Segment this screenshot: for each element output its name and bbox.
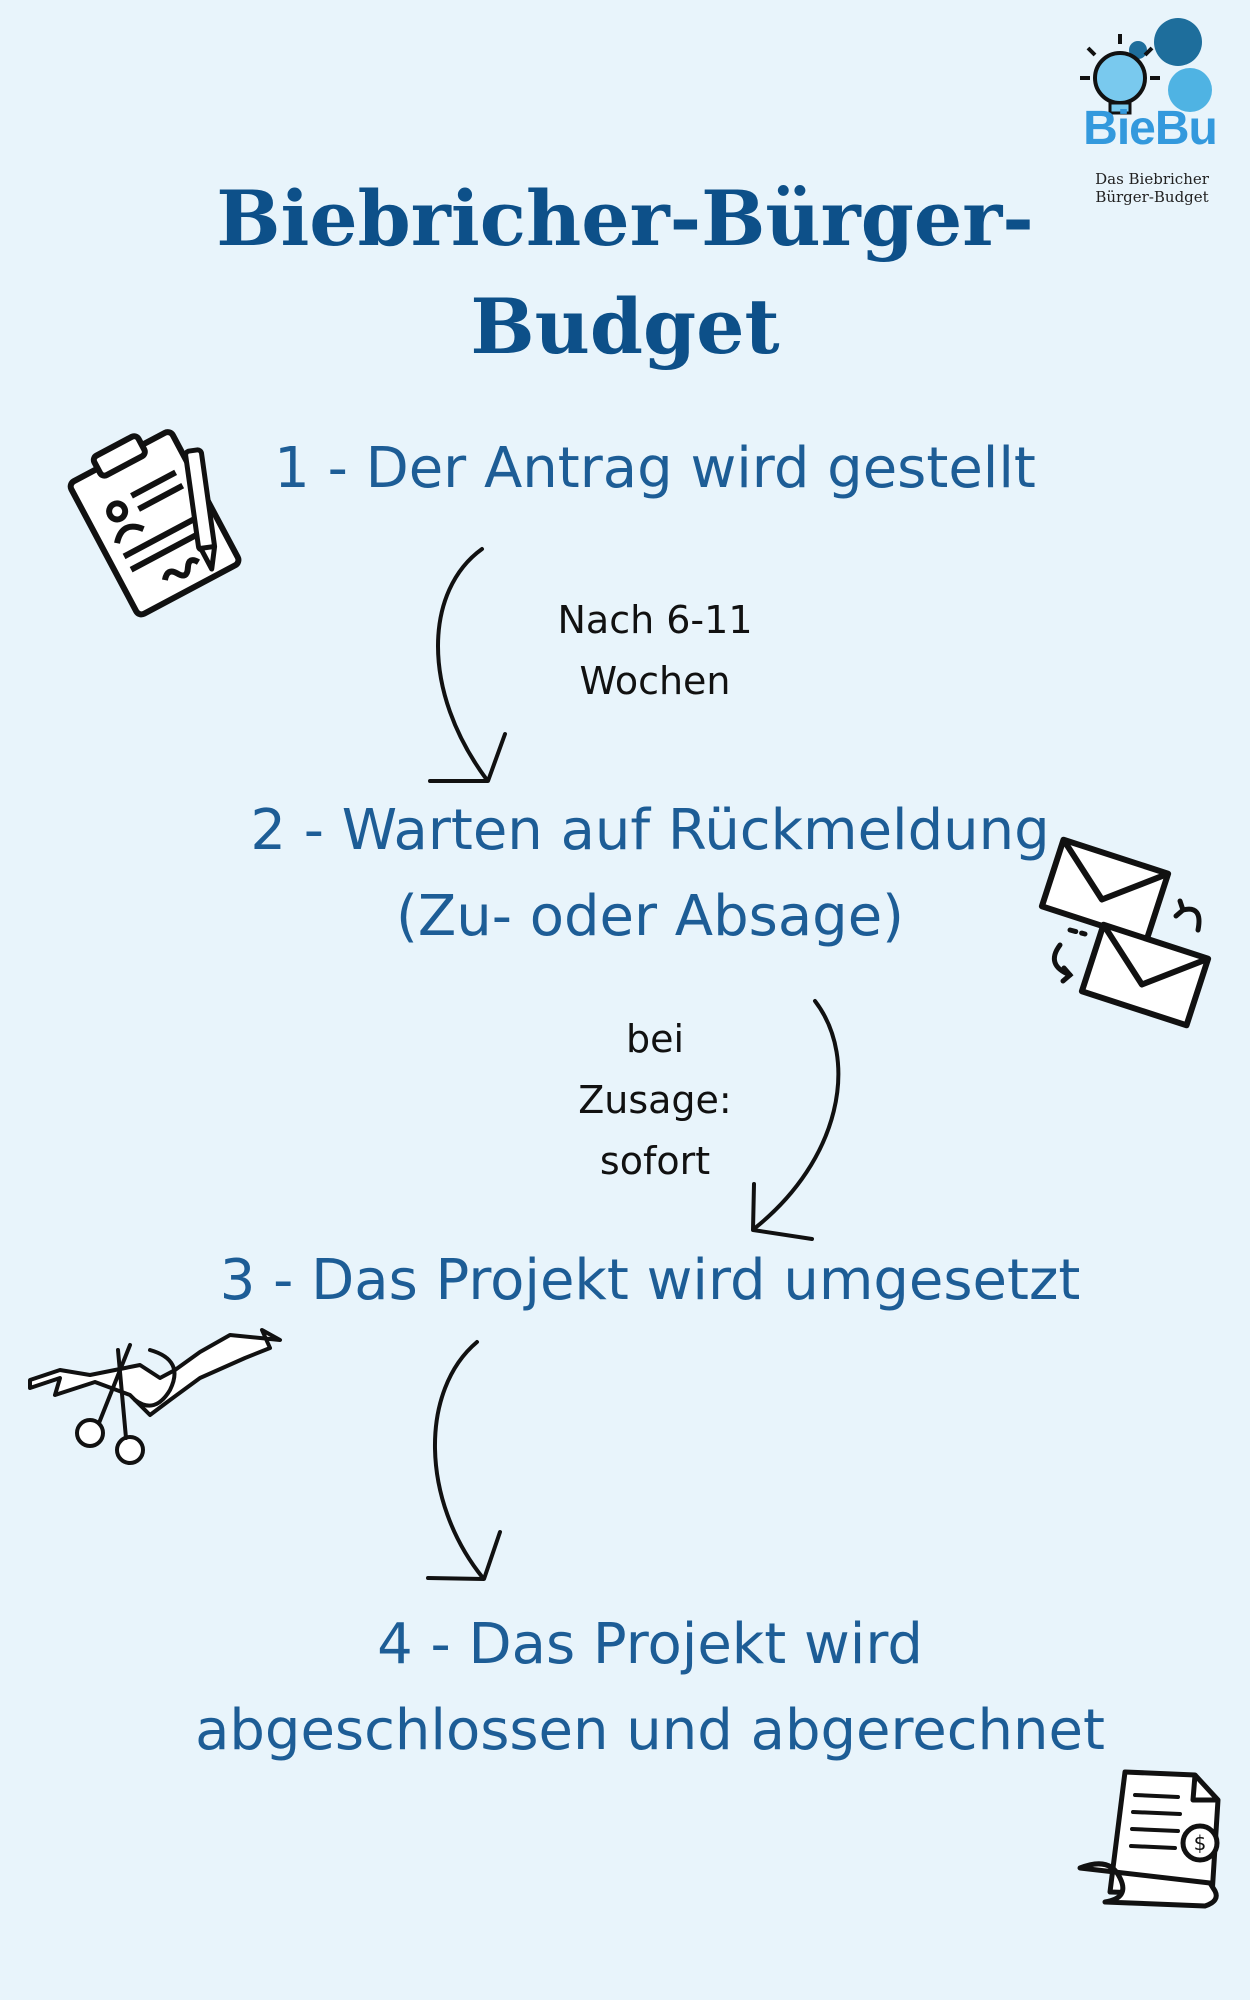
page-title: Biebricher-Bürger- Budget	[0, 165, 1250, 381]
step-3: 3 - Das Projekt wird umgesetzt	[150, 1238, 1150, 1324]
step-2-label-line2: (Zu- oder Absage)	[396, 884, 904, 949]
step-2: 2 - Warten auf Rückmeldung (Zu- oder Abs…	[150, 788, 1150, 960]
note-approval-line3: sofort	[599, 1139, 711, 1183]
title-line2: Budget	[470, 282, 780, 371]
title-line1: Biebricher-Bürger-	[216, 174, 1034, 263]
step-3-label: 3 - Das Projekt wird umgesetzt	[219, 1248, 1081, 1313]
step-4-label-line2: abgeschlossen und abgerechnet	[195, 1698, 1105, 1763]
svg-text:$: $	[1194, 1831, 1207, 1855]
logo-subtitle-line2: Bürger-Budget	[1095, 188, 1209, 206]
note-approval-line2: Zusage:	[578, 1078, 732, 1122]
step-4-label-line1: 4 - Das Projekt wird	[377, 1612, 923, 1677]
step-2-label-line1: 2 - Warten auf Rückmeldung	[250, 798, 1050, 863]
logo-subtitle-line1: Das Biebricher	[1095, 170, 1209, 188]
step-1: 1 - Der Antrag wird gestellt	[220, 426, 1090, 512]
note-approval: bei Zusage: sofort	[505, 1009, 805, 1192]
note-wait-time-line2: Wochen	[579, 659, 731, 703]
step-4: 4 - Das Projekt wird abgeschlossen und a…	[130, 1602, 1170, 1774]
step-1-label: 1 - Der Antrag wird gestellt	[274, 436, 1036, 501]
logo-subtitle: Das Biebricher Bürger-Budget	[1072, 170, 1232, 206]
note-wait-time-line1: Nach 6-11	[557, 598, 753, 642]
logo-wordmark: BieBu	[1083, 102, 1218, 155]
note-wait-time: Nach 6-11 Wochen	[505, 590, 805, 712]
note-approval-line1: bei	[625, 1017, 685, 1061]
